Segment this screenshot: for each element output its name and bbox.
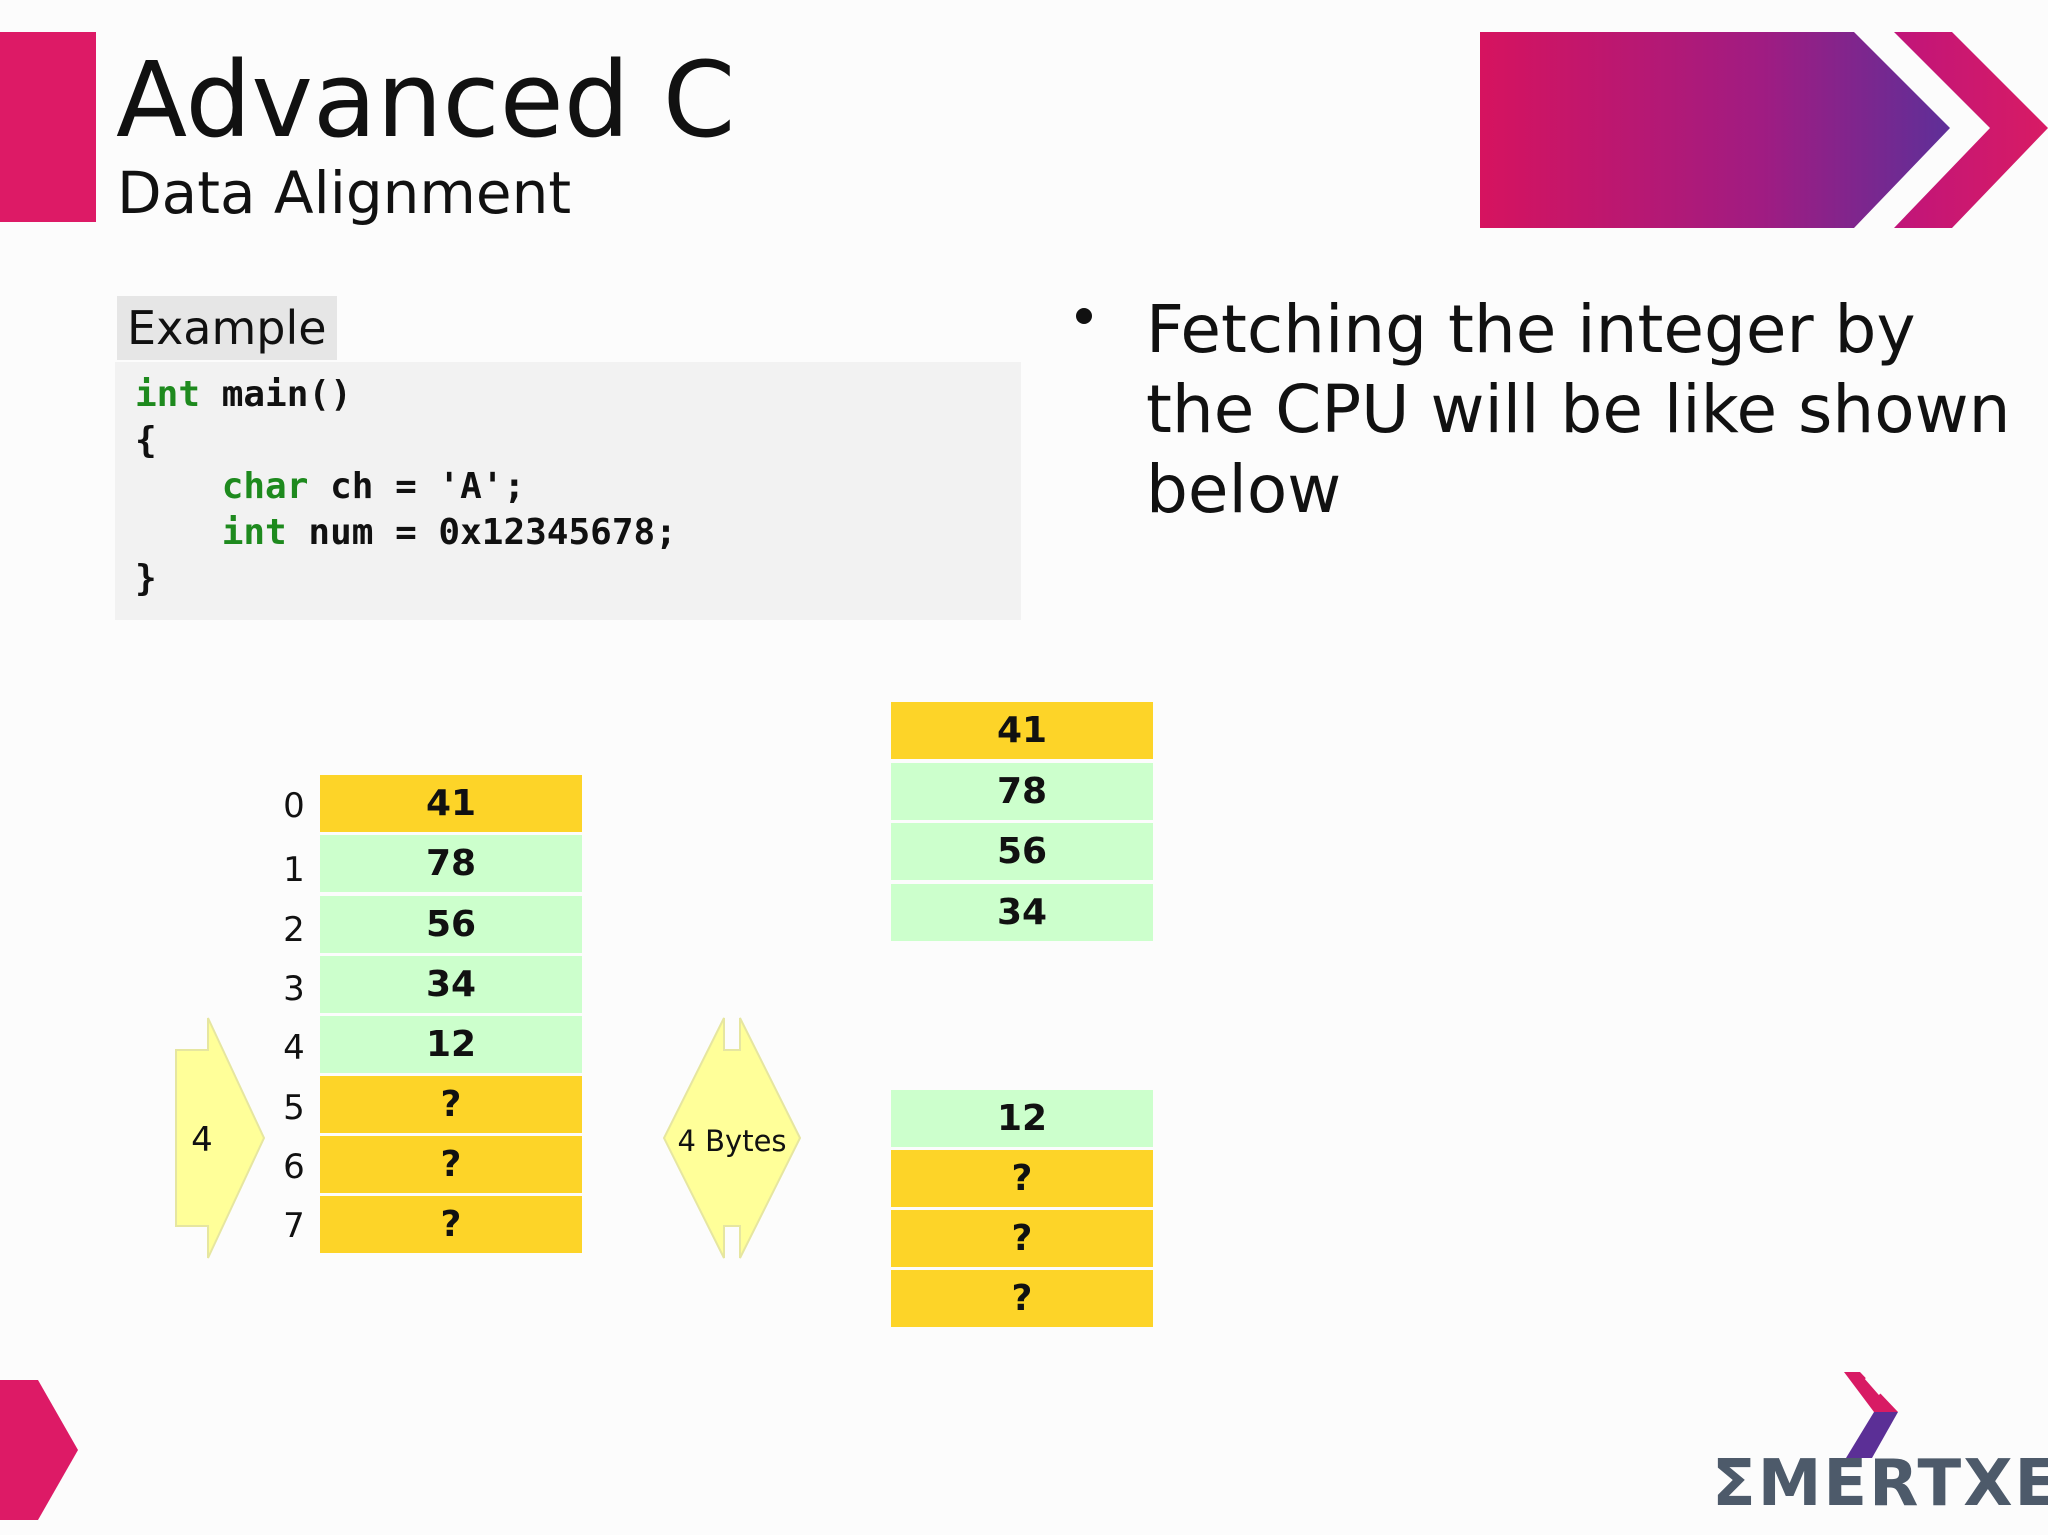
memory-address: 1 [283,850,305,890]
memory-address: 0 [283,786,305,826]
example-label: Example [117,296,337,360]
code-line: } [135,556,157,602]
code-text: main() [200,374,352,415]
code-text: } [135,558,157,599]
fetch-2-cell: ? [891,1210,1153,1267]
memory-address: 4 [283,1028,305,1068]
header-banner-graphic [1480,32,2048,228]
memory-cell: ? [320,1076,582,1133]
memory-cell: ? [320,1136,582,1193]
code-text: { [135,420,157,461]
bullet-text-line: Fetching the integer by [1146,291,1916,368]
emertxe-logo-mark-icon [1844,1372,1898,1458]
code-line: int num = 0x12345678; [135,510,677,556]
code-line: char ch = 'A'; [135,464,525,510]
memory-cell: ? [320,1196,582,1253]
memory-cell: 56 [320,896,582,953]
memory-address: 6 [283,1147,305,1187]
code-keyword: int [135,512,287,553]
memory-address: 2 [283,910,305,950]
header-accent-bar [0,32,96,222]
memory-address: 7 [283,1206,305,1246]
memory-cell: 12 [320,1016,582,1073]
memory-cell: 34 [320,956,582,1013]
memory-address: 3 [283,969,305,1009]
stride-arrow-icon [175,1017,266,1259]
fetch-1-cell: 41 [891,702,1153,759]
code-line: { [135,418,157,464]
code-keyword: int [135,374,201,415]
code-block: int main() { char ch = 'A'; int num = 0x… [115,362,1021,620]
code-keyword: char [135,466,309,507]
bytes-double-arrow-icon [662,1017,802,1259]
memory-address: 5 [283,1088,305,1128]
emertxe-logo-text: ΣMERTXE [1712,1447,2048,1521]
bullet-text-line: the CPU will be like shown [1146,371,2011,448]
fetch-2-cell: ? [891,1150,1153,1207]
stride-label: 4 [191,1120,213,1160]
bullet-text-line: below [1146,451,1342,528]
fetch-2-cell: ? [891,1270,1153,1327]
fetch-1-cell: 56 [891,823,1153,880]
fetch-1-cell: 34 [891,884,1153,941]
bytes-label: 4 Bytes [677,1124,787,1158]
memory-cell: 78 [320,835,582,892]
fetch-1-cell: 78 [891,763,1153,820]
fetch-2-cell: 12 [891,1090,1153,1147]
code-line: int main() [135,372,352,418]
code-text: num = 0x12345678; [286,512,677,553]
bullet-dot [1076,308,1092,324]
slide-subtitle: Data Alignment [117,159,572,227]
code-text: ch = 'A'; [308,466,526,507]
memory-cell: 41 [320,775,582,832]
corner-arrow-icon [0,1380,78,1520]
slide-title: Advanced C [116,39,736,161]
